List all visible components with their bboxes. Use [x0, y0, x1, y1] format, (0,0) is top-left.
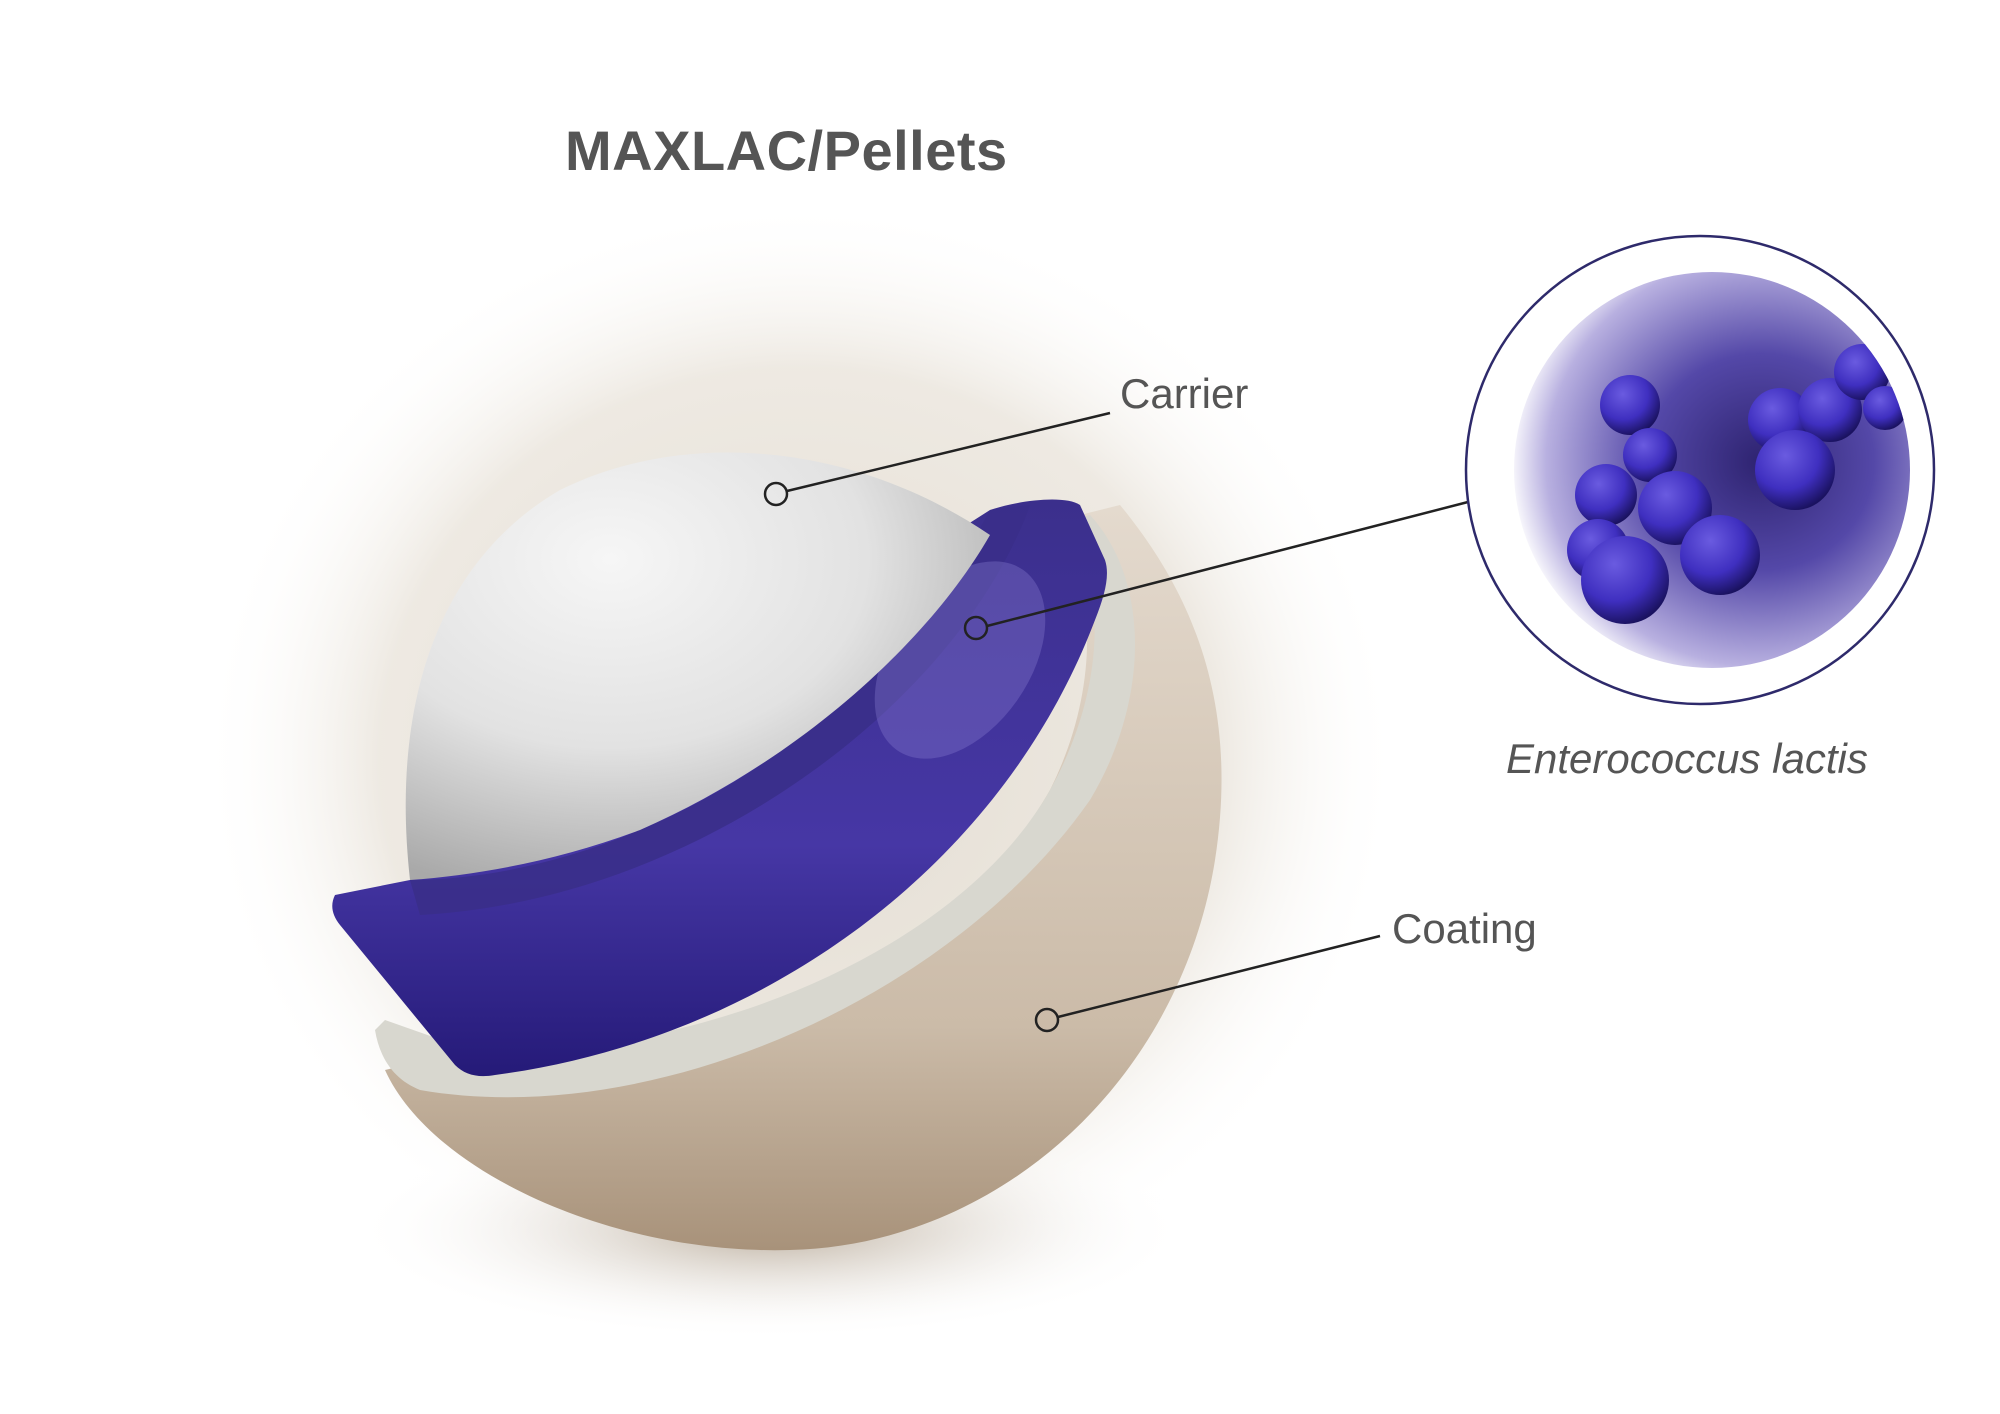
leader-lines	[786, 411, 1469, 1019]
coating-marker-icon	[1034, 1007, 1060, 1033]
bacteria-marker-icon	[963, 615, 989, 641]
page-title: MAXLAC/Pellets	[565, 119, 1008, 182]
carrier-label: Carrier	[1120, 370, 1249, 417]
carrier-core	[405, 452, 990, 880]
carrier-marker-icon	[763, 481, 789, 507]
cocci-cluster-icon	[1567, 344, 1907, 624]
bacteria-inset	[1464, 234, 1936, 706]
coating-label: Coating	[1392, 905, 1537, 952]
coating-shell	[375, 505, 1222, 1251]
bacteria-label: Enterococcus lactis	[1506, 735, 1868, 782]
